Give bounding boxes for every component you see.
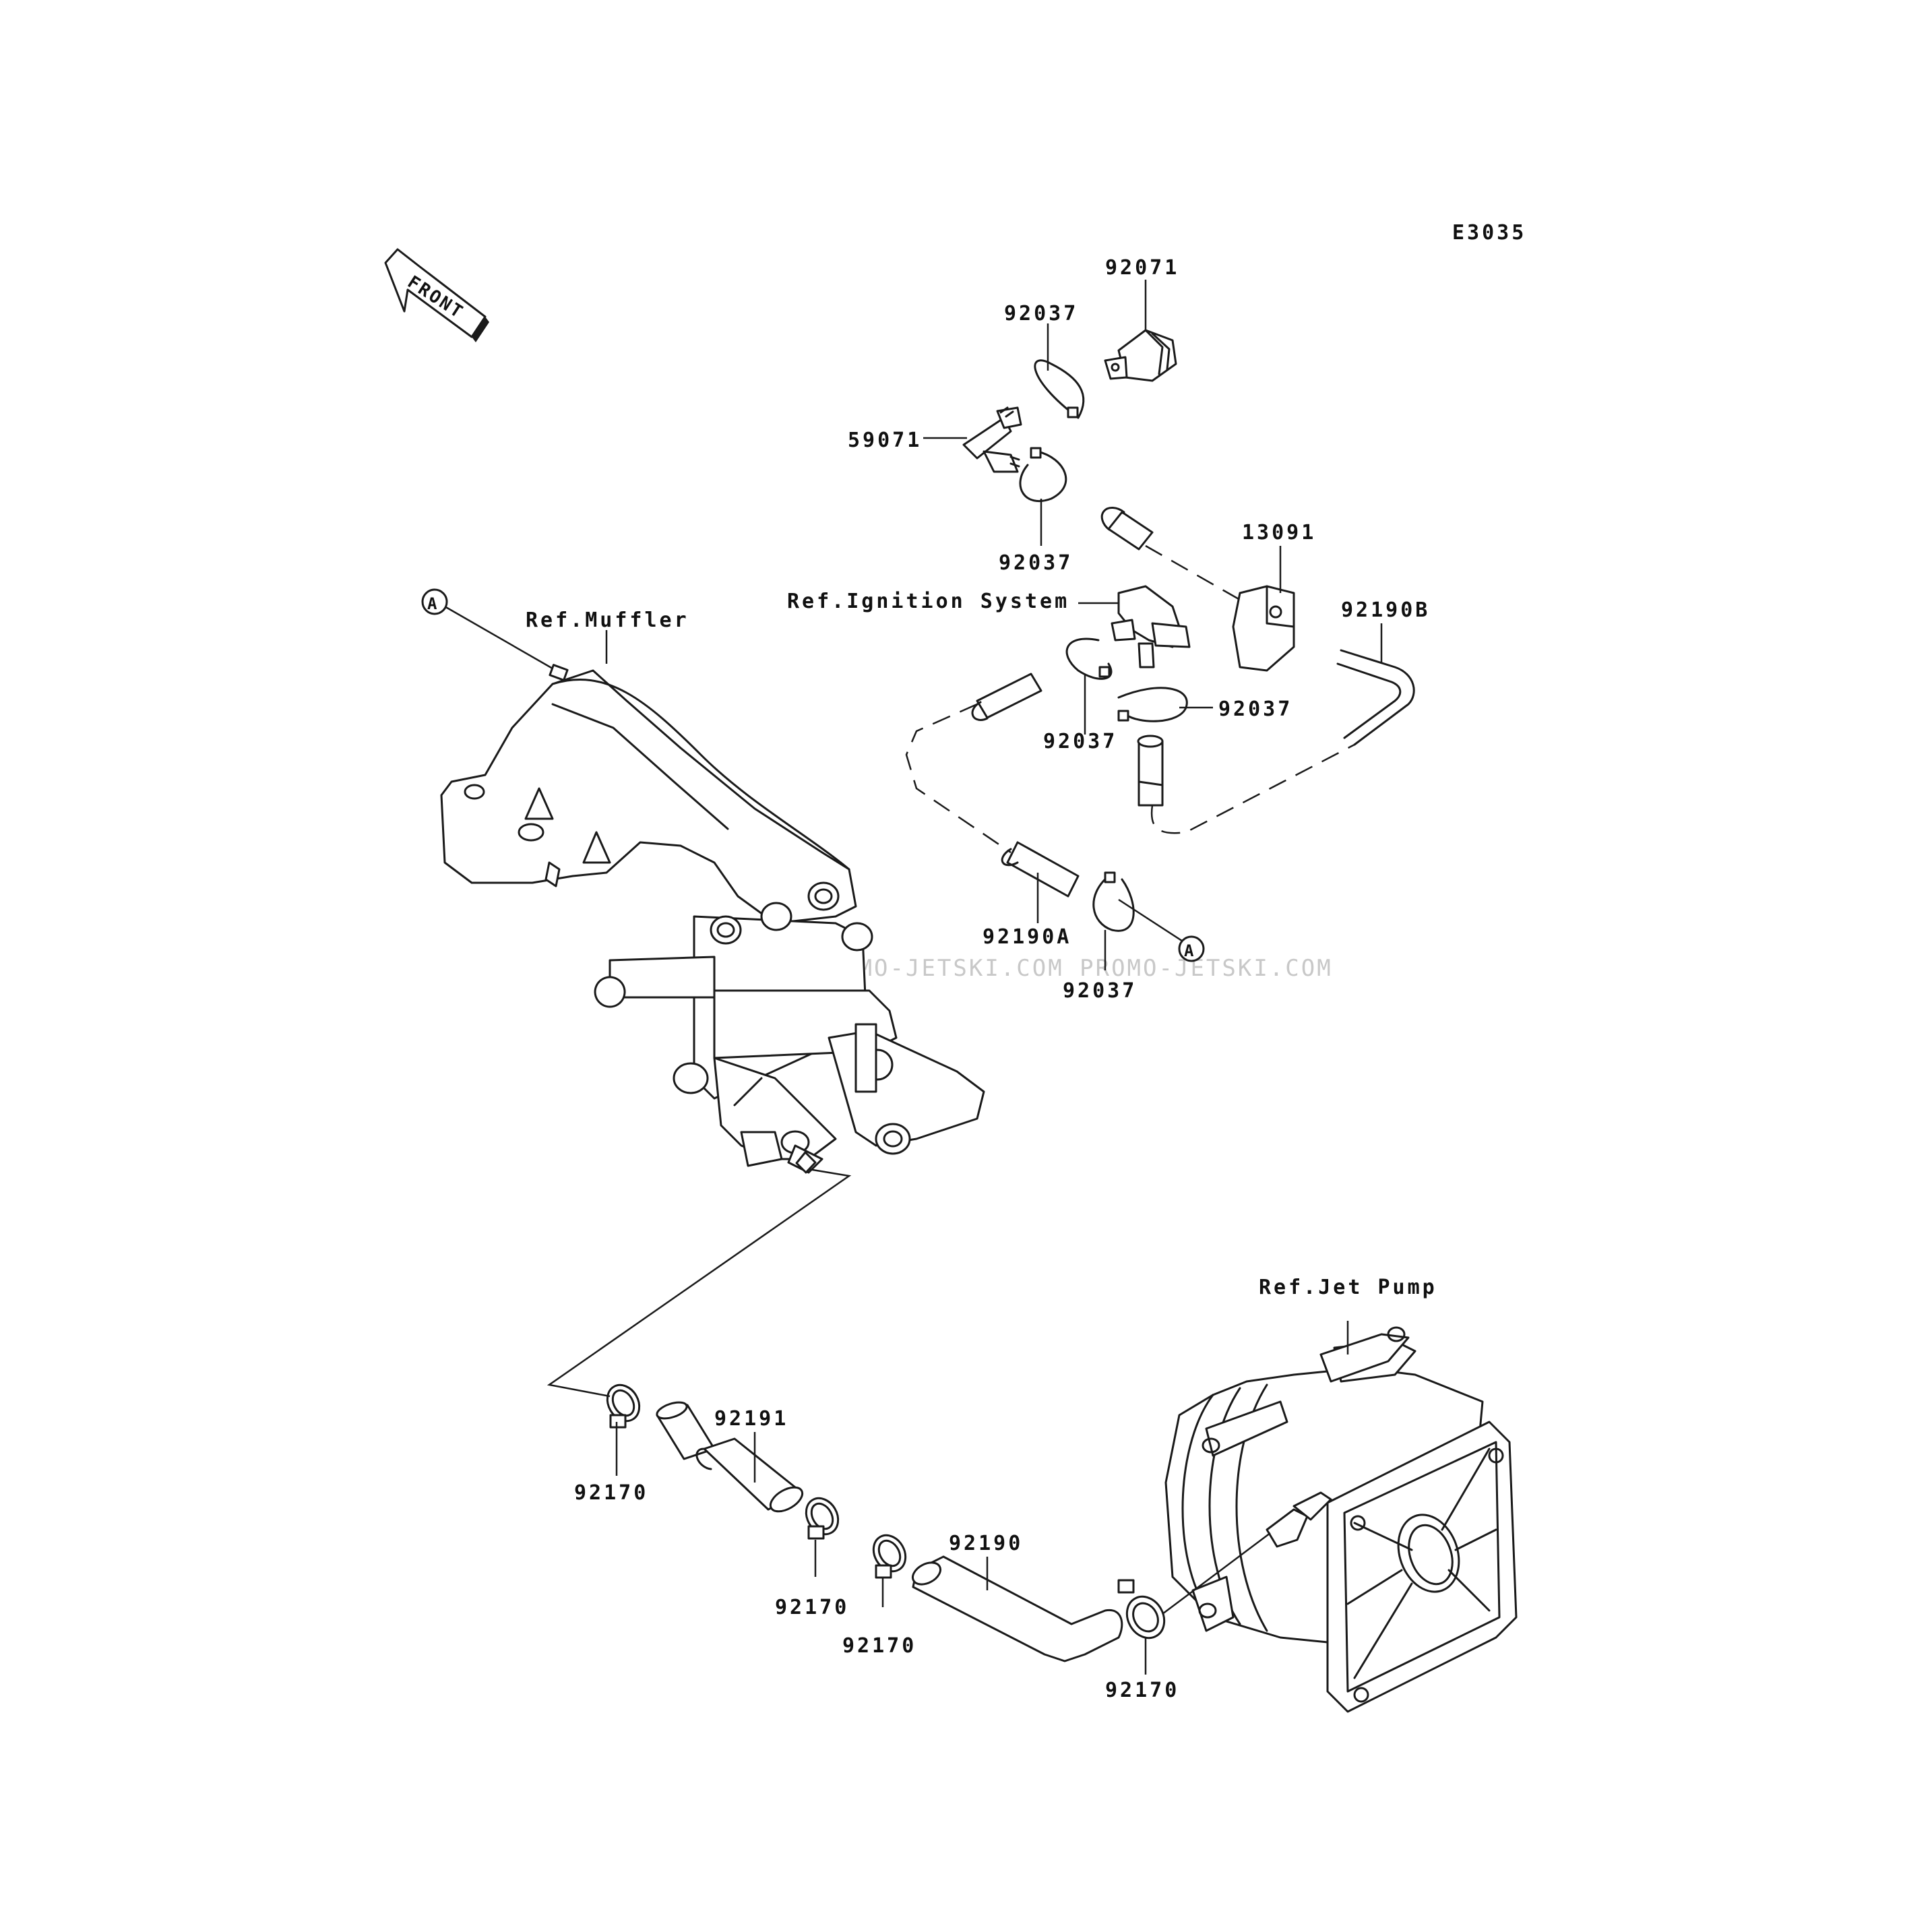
part-92170-d: 92170	[1105, 1679, 1179, 1702]
routing-dashed-right	[1150, 743, 1355, 834]
part-92170-c: 92170	[842, 1634, 916, 1658]
part-92037-bottom: 92037	[1063, 979, 1137, 1003]
routing-dashed-left	[905, 703, 1011, 854]
part-92037-left: 92037	[1043, 730, 1117, 753]
clamp-92037-top	[1034, 359, 1085, 419]
part-92071: 92071	[1105, 256, 1179, 280]
jet-pump	[1164, 1326, 1518, 1713]
clamp-92037-right	[1117, 687, 1188, 722]
elbow-59071	[962, 406, 1022, 473]
diagram-code: E3035	[1452, 221, 1526, 245]
part-92190: 92190	[949, 1532, 1023, 1555]
ref-jet-pump-label: Ref.Jet Pump	[1259, 1276, 1437, 1299]
clamp-92037-mid	[1019, 447, 1067, 503]
hose-92191	[695, 1437, 804, 1513]
marker-a-left: A	[421, 588, 448, 615]
svg-text:A: A	[427, 594, 437, 613]
hose-92190a	[1001, 841, 1080, 898]
fitting-92071	[1104, 329, 1177, 382]
clamp-92170-c	[872, 1534, 907, 1579]
part-92170-a: 92170	[574, 1481, 648, 1505]
bracket-13091	[1232, 585, 1295, 672]
part-59071: 59071	[848, 429, 922, 452]
hose-92190	[911, 1555, 1123, 1662]
hose-short-top	[1100, 507, 1154, 551]
part-13091: 13091	[1242, 521, 1316, 544]
hose-left-mid	[971, 673, 1042, 721]
leader-lines	[444, 280, 1383, 1675]
clamp-92170-a	[606, 1383, 641, 1429]
clamp-92170-b	[805, 1497, 840, 1540]
marker-a-right: A	[1178, 935, 1205, 962]
front-arrow-icon: FRONT	[384, 248, 489, 342]
routing-line-lower	[547, 1168, 852, 1398]
clamp-92170-d	[1117, 1579, 1166, 1640]
clamp-92037-bottom	[1092, 871, 1135, 932]
routing-dashed-top	[1145, 544, 1241, 601]
muffler-body	[440, 669, 985, 1174]
ignition-connector	[1111, 585, 1191, 668]
ref-ignition-label: Ref.Ignition System	[787, 590, 1069, 613]
hose-92190b	[1336, 649, 1415, 746]
svg-text:A: A	[1184, 941, 1194, 960]
part-92037-mid: 92037	[999, 551, 1073, 575]
part-92190b: 92190B	[1341, 598, 1430, 622]
part-92170-b: 92170	[775, 1596, 849, 1619]
hose-vertical	[1137, 735, 1164, 807]
part-92191: 92191	[714, 1407, 788, 1431]
muffler-nipple	[549, 664, 569, 681]
ref-muffler-label: Ref.Muffler	[526, 609, 689, 632]
clamp-92037-left	[1065, 637, 1113, 680]
part-92190a: 92190A	[983, 925, 1071, 949]
part-92037-right: 92037	[1218, 697, 1292, 721]
part-92037-top: 92037	[1004, 302, 1078, 325]
routing-line-pump	[1162, 1532, 1271, 1615]
